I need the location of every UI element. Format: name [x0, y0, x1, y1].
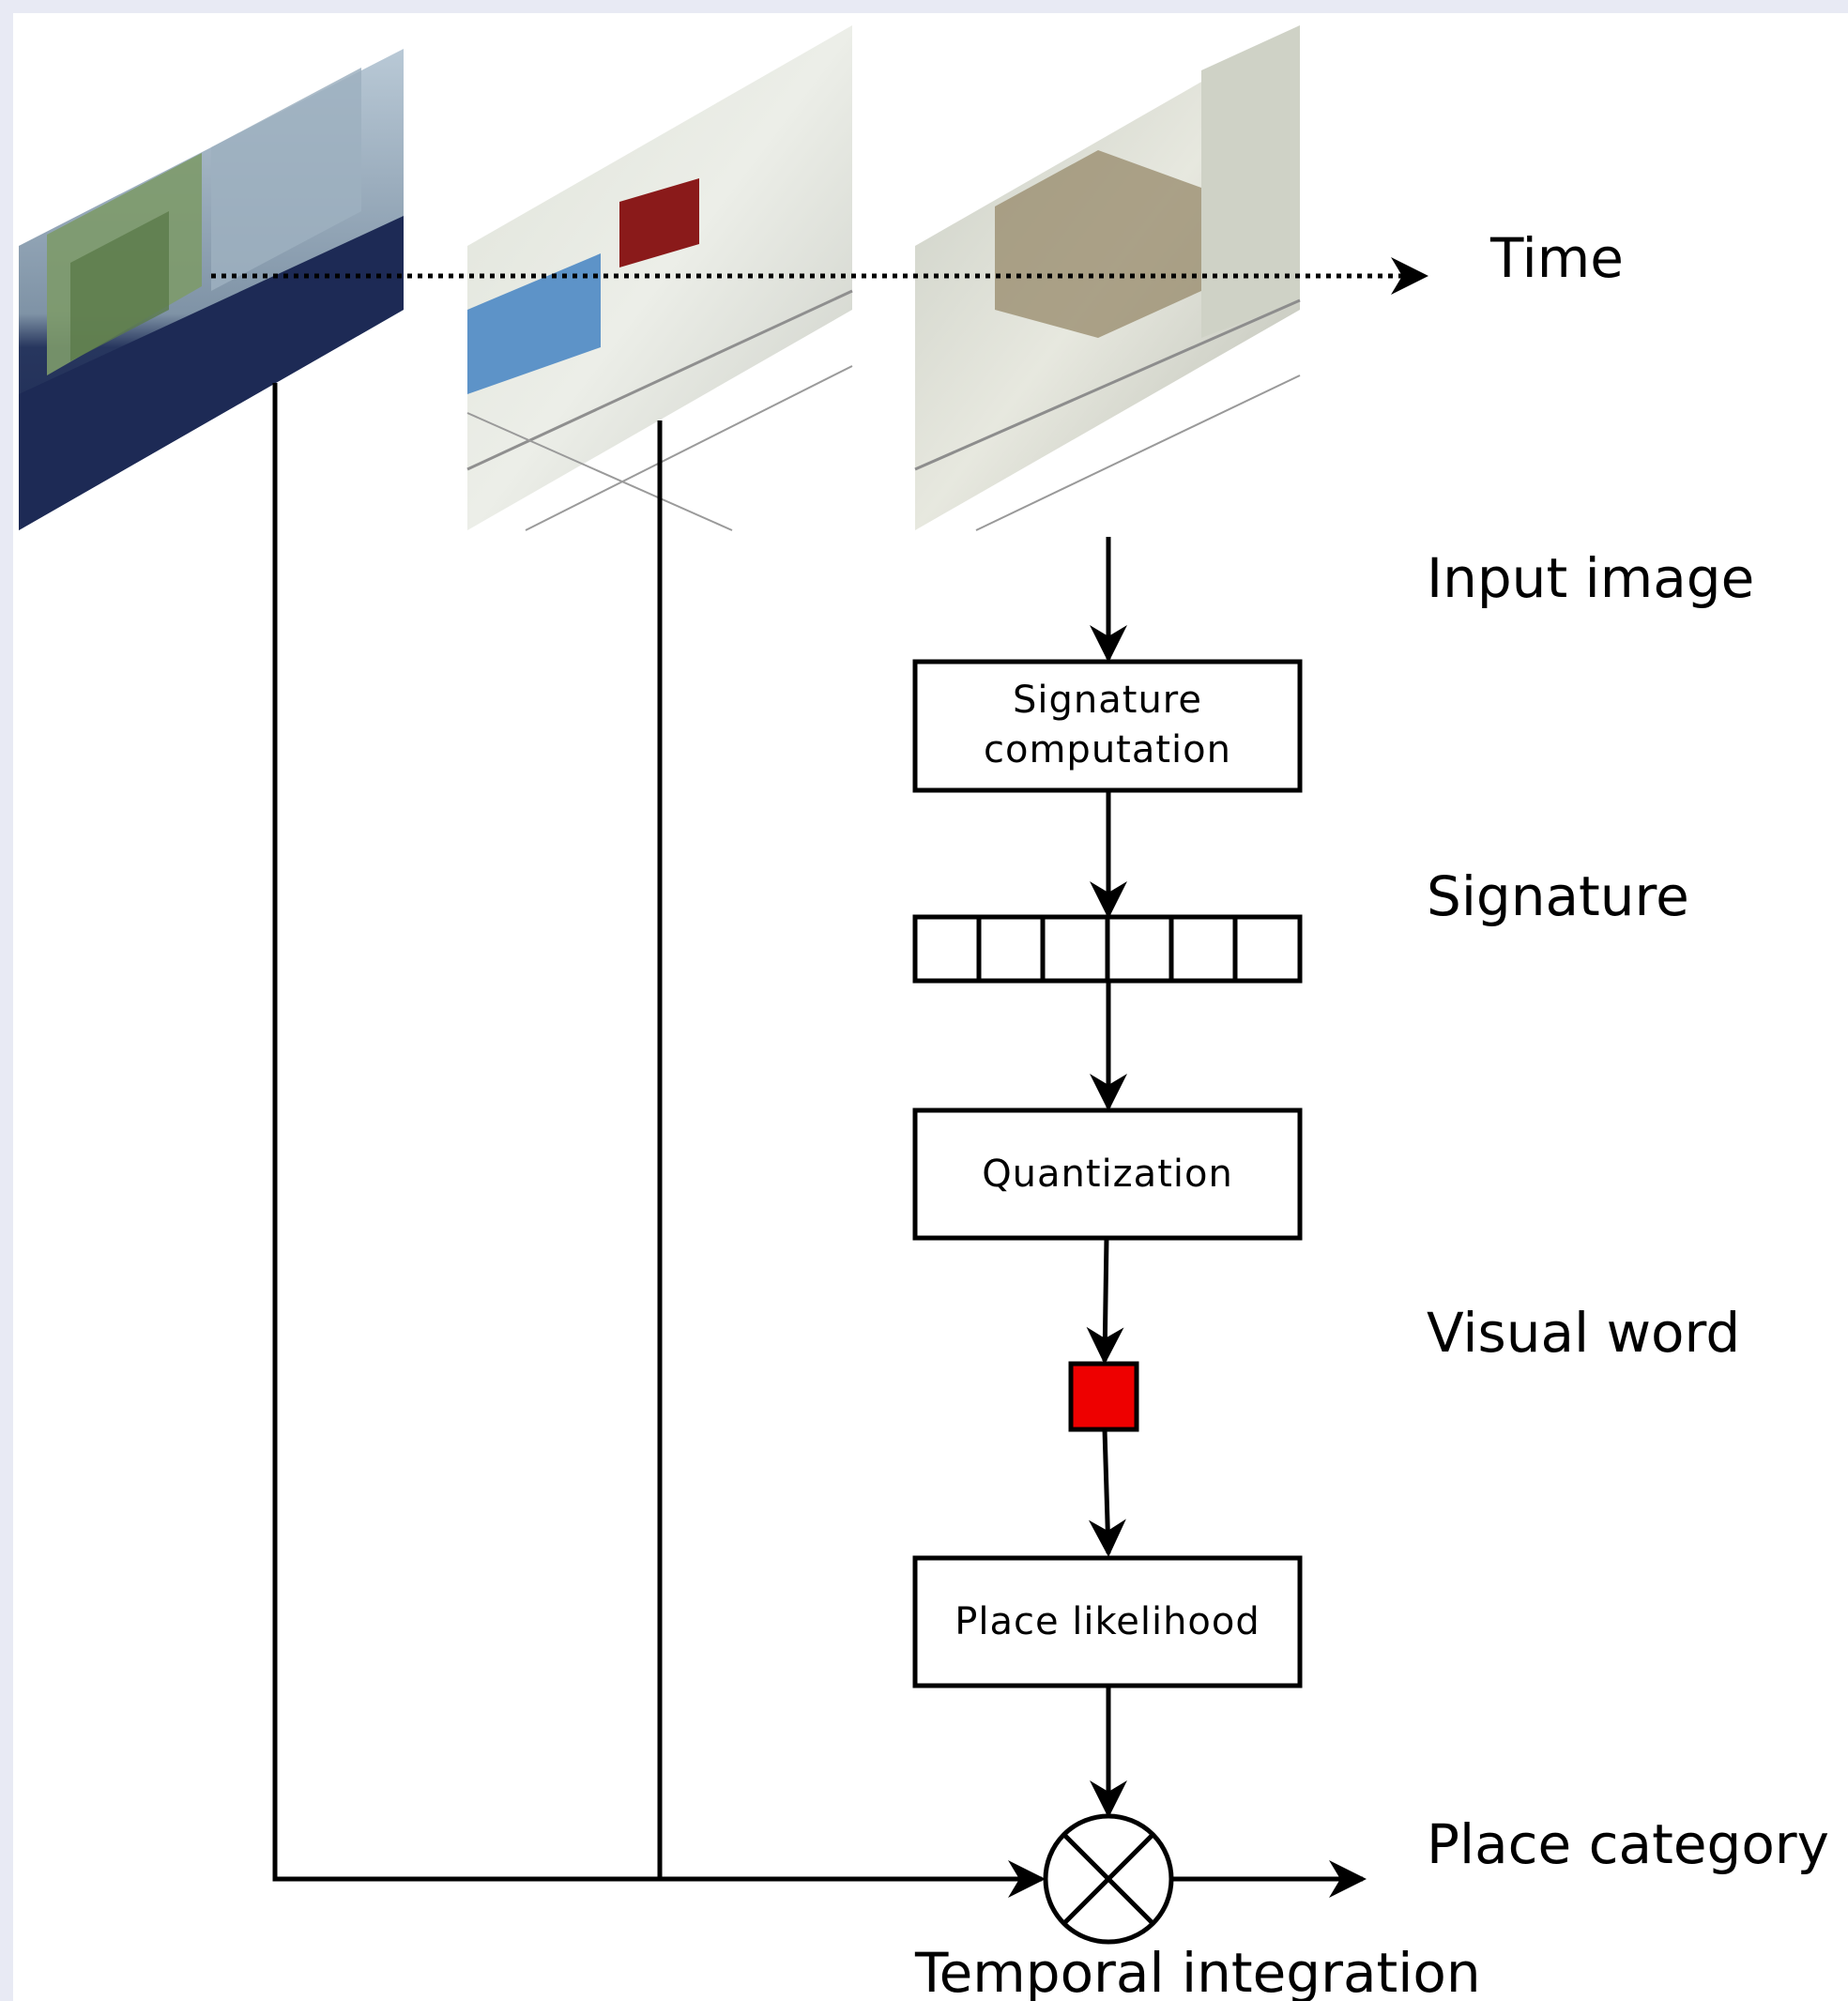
quantization-box: Quantization — [912, 1107, 1303, 1241]
input-image-1 — [19, 49, 404, 530]
signature-label: Signature — [1427, 864, 1689, 928]
signature-computation-label-2: computation — [984, 728, 1231, 771]
visual-word-square — [1068, 1361, 1139, 1432]
temporal-integration-label: Temporal integration — [914, 1941, 1481, 2001]
feed-line-image-1 — [272, 383, 1046, 1898]
signature-computation-box: Signature computation — [912, 659, 1303, 793]
visual-word-label: Visual word — [1427, 1301, 1740, 1365]
time-label: Time — [1489, 226, 1624, 290]
signature-vector — [912, 914, 1303, 984]
signature-computation-label-1: Signature — [1013, 679, 1202, 722]
temporal-integration-node — [1043, 1813, 1174, 1945]
input-image-label: Input image — [1427, 546, 1754, 610]
place-category-label: Place category — [1427, 1812, 1829, 1876]
input-image-3 — [914, 25, 1301, 531]
place-likelihood-arrow — [1088, 1428, 1126, 1557]
quantization-label: Quantization — [982, 1153, 1233, 1196]
place-likelihood-box: Place likelihood — [912, 1555, 1303, 1688]
visual-word-arrow — [1086, 1237, 1124, 1365]
place-likelihood-label: Place likelihood — [955, 1600, 1260, 1643]
